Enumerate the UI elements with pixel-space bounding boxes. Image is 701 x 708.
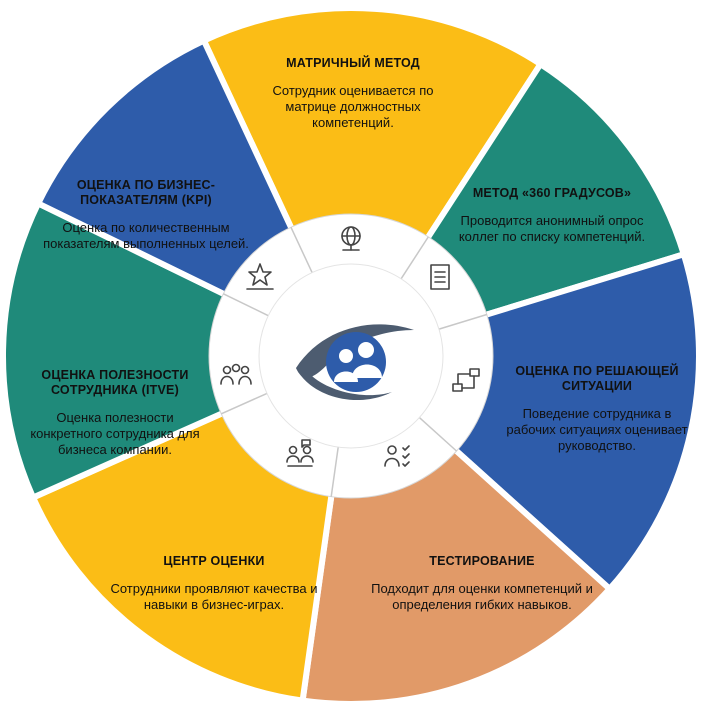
workflow-icon [452,368,480,392]
ring-divider [438,313,488,330]
segment-360: МЕТОД «360 ГРАДУСОВ» Проводится анонимны… [446,186,658,245]
eye-pupil [326,332,386,392]
person-body-left [334,371,358,382]
ring-dividers [220,226,488,497]
segment-title: ОЦЕНКА ПОЛЕЗНОСТИ СОТРУДНИКА (ITVE) [41,368,189,397]
segment-title: ЦЕНТР ОЦЕНКИ [163,554,265,568]
segment-title: ТЕСТИРОВАНИЕ [429,554,535,568]
segment-description: Сотрудники проявляют качества и навыки в… [110,581,318,612]
segment-situation: ОЦЕНКА ПО РЕШАЮЩЕЙ СИТУАЦИИ Поведение со… [504,364,690,454]
segment-description: Оценка по количественным показателям вып… [43,220,249,251]
segment-matrix: МАТРИЧНЫЙ МЕТОД Сотрудник оценивается по… [255,56,451,131]
person-head-right [358,342,374,358]
segment-testing: ТЕСТИРОВАНИЕ Подходит для оценки компете… [356,554,608,613]
ring-divider [290,226,313,273]
globe-icon [341,226,361,251]
segment-itve: ОЦЕНКА ПОЛЕЗНОСТИ СОТРУДНИКА (ITVE) Оцен… [22,368,208,458]
segment-description: Поведение сотрудника в рабочих ситуациях… [506,406,688,453]
segment-description: Сотрудник оценивается по матрице должнос… [272,83,434,130]
eye-logo [296,324,414,401]
segment-center: ЦЕНТР ОЦЕНКИ Сотрудники проявляют качест… [104,554,324,613]
ring-divider [330,446,339,497]
ring-divider [223,293,269,317]
ring-divider [400,236,429,280]
segment-description: Проводится анонимный опрос коллег по спи… [458,213,646,244]
person-body-right [352,364,382,378]
eye-brow-shape [296,324,414,378]
segment-description: Подходит для оценки компетенций и опреде… [371,581,593,612]
segment-wedge-matrix [199,4,545,363]
segment-description: Оценка полезности конкретного сотрудника… [30,410,200,457]
ring-divider [418,417,458,452]
eye-lower-shape [296,368,392,401]
document-icon [430,264,450,290]
segment-title: МАТРИЧНЫЙ МЕТОД [286,56,420,70]
segment-title: ОЦЕНКА ПО БИЗНЕС-ПОКАЗАТЕЛЯМ (KPI) [76,178,216,207]
person-head-left [339,349,353,363]
segment-title: МЕТОД «360 ГРАДУСОВ» [472,186,632,200]
segment-kpi: ОЦЕНКА ПО БИЗНЕС-ПОКАЗАТЕЛЯМ (KPI) Оценк… [30,178,262,252]
segment-title: ОЦЕНКА ПО РЕШАЮЩЕЙ СИТУАЦИИ [515,364,679,393]
ring-divider [220,392,268,415]
meeting-icon [286,439,314,467]
star-person-icon [246,263,274,290]
checklist-person-icon [384,445,410,467]
segment-wedge-itve [0,199,359,502]
team-icon [220,363,252,385]
